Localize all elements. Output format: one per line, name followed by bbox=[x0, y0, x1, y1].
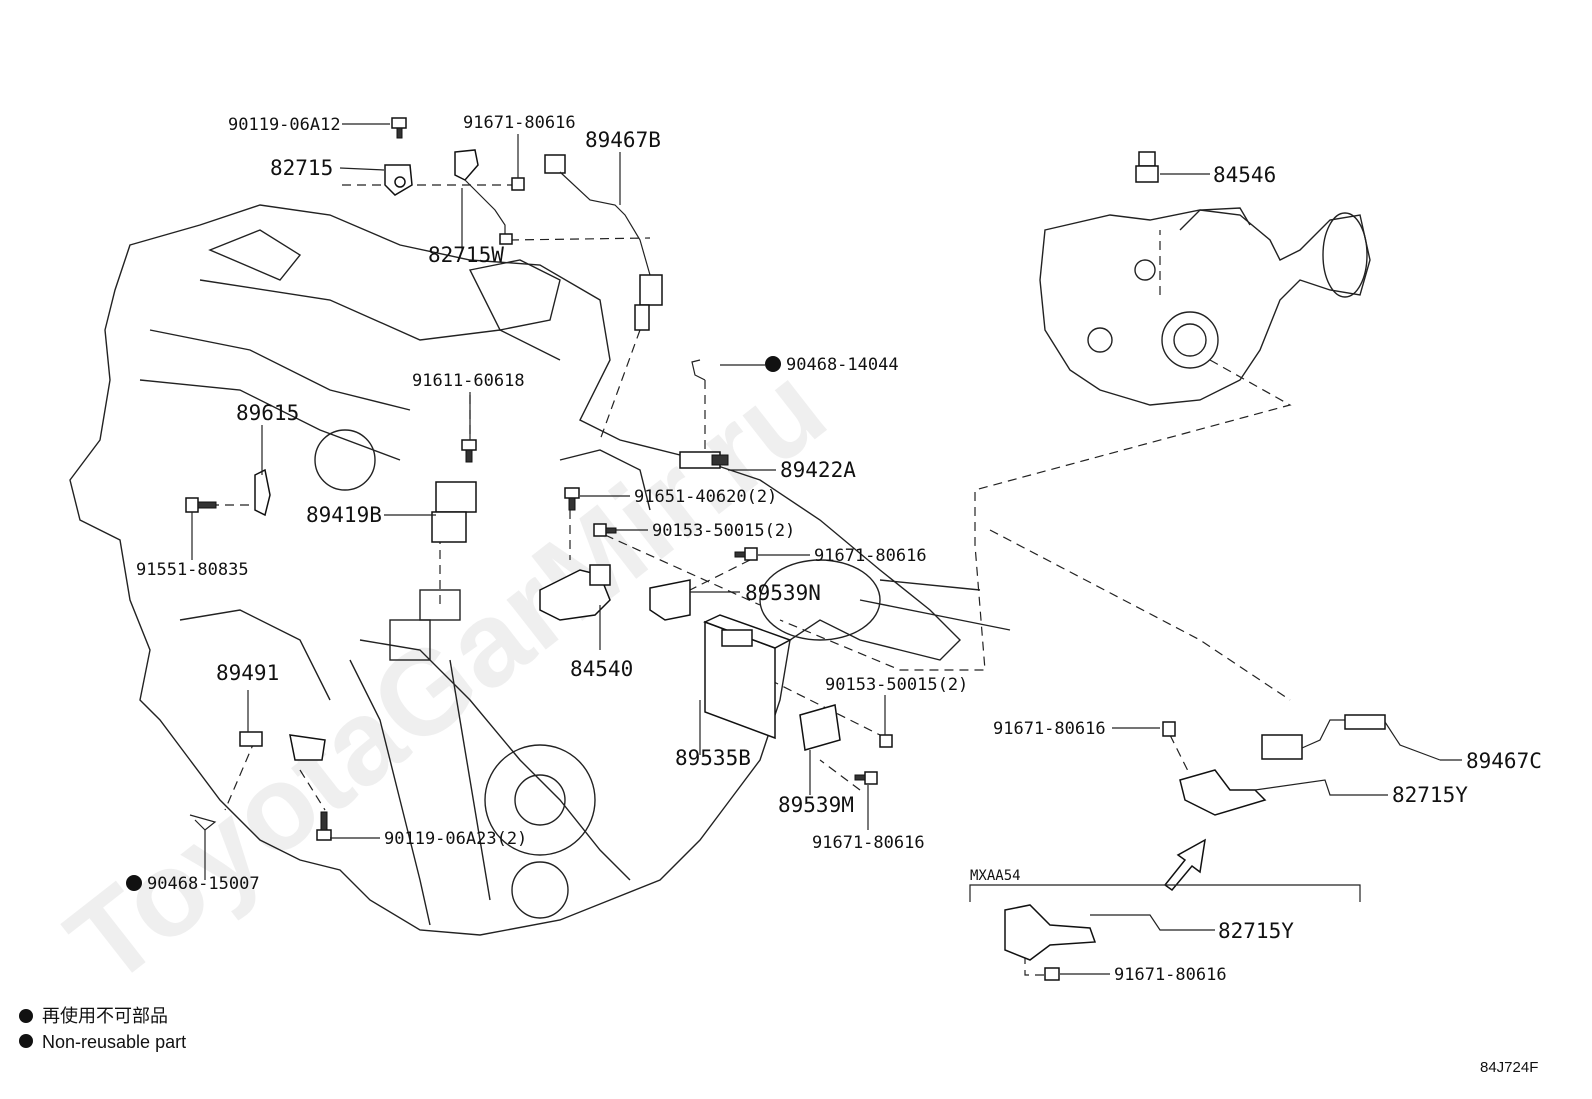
part-ecu-89535B bbox=[703, 614, 792, 740]
label-90119-06A23: 90119-06A23(2) bbox=[384, 829, 527, 849]
label-89467C: 89467C bbox=[1466, 749, 1542, 773]
label-91671-80616-mid: 91671-80616 bbox=[814, 546, 927, 566]
part-sensor-82715Y-b bbox=[1004, 904, 1170, 961]
label-89419B: 89419B bbox=[306, 503, 382, 527]
label-90119-06A12: 90119-06A12 bbox=[228, 115, 341, 135]
part-bolt-90119-06A23 bbox=[316, 811, 332, 841]
part-bolt-91671-80616-low bbox=[854, 771, 878, 785]
label-91671-80616-right: 91671-80616 bbox=[993, 719, 1106, 739]
legend-bullet bbox=[19, 1034, 33, 1048]
part-labels: 90119-06A12 82715 91671-80616 89467B 827… bbox=[126, 113, 1542, 985]
variant-bracket bbox=[969, 884, 1361, 902]
diagram-ref-code: 84J724F bbox=[1480, 1059, 1538, 1076]
label-89491: 89491 bbox=[216, 661, 279, 685]
label-82715Y-a: 82715Y bbox=[1392, 783, 1468, 807]
part-bolt-91671-80616-top bbox=[511, 177, 525, 191]
part-bolt-91651-40620 bbox=[564, 487, 580, 511]
label-91671-80616-low: 91671-80616 bbox=[812, 833, 925, 853]
part-sensor-89615 bbox=[254, 468, 271, 517]
legend: 再使用不可部品 Non-reusable part bbox=[19, 1006, 186, 1052]
part-sensor-89491 bbox=[239, 731, 326, 761]
label-91671-80616-top: 91671-80616 bbox=[463, 113, 576, 133]
part-bolt-91671-80616-right bbox=[1162, 721, 1176, 737]
part-switch-84546 bbox=[1135, 151, 1159, 183]
non-reusable-marker bbox=[765, 356, 781, 372]
label-82715Y-b: 82715Y bbox=[1218, 919, 1294, 943]
part-bolt-91671-80616-mid bbox=[734, 547, 758, 561]
label-89539N: 89539N bbox=[745, 581, 821, 605]
part-clip-90468-14044 bbox=[691, 359, 706, 381]
label-variant: MXAA54 bbox=[970, 868, 1021, 884]
legend-line-en: Non-reusable part bbox=[42, 1032, 186, 1052]
part-bolt-90153-50015-b bbox=[879, 734, 893, 748]
label-90153-50015-b: 90153-50015(2) bbox=[825, 675, 968, 695]
label-84540: 84540 bbox=[570, 657, 633, 681]
label-90468-15007: 90468-15007 bbox=[147, 874, 260, 894]
part-sensor-89419B bbox=[431, 481, 477, 543]
part-bracket-89539N bbox=[649, 579, 691, 621]
part-sensor-82715Y-a bbox=[1179, 769, 1340, 816]
part-bracket-82715 bbox=[384, 164, 413, 196]
part-clip-90468-15007 bbox=[189, 814, 217, 831]
arrow-view-indicator bbox=[1163, 838, 1206, 892]
legend-bullet bbox=[19, 1009, 33, 1023]
engine-transaxle-assembly bbox=[69, 204, 1011, 936]
label-89539M: 89539M bbox=[778, 793, 854, 817]
part-bolt-91611-60618 bbox=[461, 439, 477, 463]
label-89535B: 89535B bbox=[675, 746, 751, 770]
label-91671-80616-bottom: 91671-80616 bbox=[1114, 965, 1227, 985]
part-switch-84540 bbox=[539, 564, 611, 621]
label-84546: 84546 bbox=[1213, 163, 1276, 187]
part-bolt-90119-06A12 bbox=[391, 117, 407, 139]
part-bolt-91671-80616-bottom bbox=[1044, 967, 1060, 981]
label-82715W: 82715W bbox=[428, 243, 504, 267]
label-90468-14044: 90468-14044 bbox=[786, 355, 899, 375]
legend-line-ja: 再使用不可部品 bbox=[42, 1006, 168, 1026]
leader-lines bbox=[191, 123, 1462, 975]
label-90153-50015-a: 90153-50015(2) bbox=[652, 521, 795, 541]
label-89615: 89615 bbox=[236, 401, 299, 425]
label-91651-40620: 91651-40620(2) bbox=[634, 487, 777, 507]
part-sensor-89467C bbox=[1261, 714, 1441, 761]
label-82715: 82715 bbox=[270, 156, 333, 180]
label-89422A: 89422A bbox=[780, 458, 856, 482]
label-89467B: 89467B bbox=[585, 128, 661, 152]
part-bracket-89539M bbox=[799, 704, 841, 751]
part-bolt-91551-80835 bbox=[185, 497, 217, 513]
dashed-connections bbox=[210, 184, 1292, 976]
label-91611-60618: 91611-60618 bbox=[412, 371, 525, 391]
label-91551-80835: 91551-80835 bbox=[136, 560, 249, 580]
transfer-assembly bbox=[1039, 207, 1371, 406]
part-sensor-89422A bbox=[679, 451, 729, 469]
part-sensor-89467B bbox=[544, 154, 663, 331]
part-sensor-82715W bbox=[454, 149, 513, 245]
non-reusable-marker bbox=[126, 875, 142, 891]
